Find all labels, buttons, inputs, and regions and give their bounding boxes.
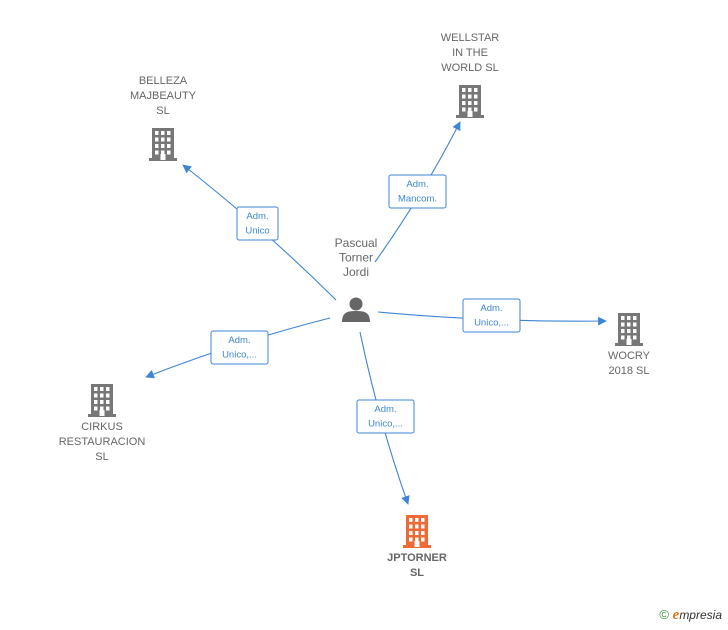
person-name-line: Torner [339, 251, 373, 265]
person-icon [342, 297, 370, 322]
company-name-line: SL [95, 451, 108, 463]
company-name-line: WOCRY [608, 350, 651, 362]
company-name-line: 2018 SL [609, 365, 650, 377]
company-name-line: IN THE [452, 47, 488, 59]
copyright-symbol: © [659, 607, 670, 622]
edge-label-text: Unico [245, 226, 269, 237]
company-name-line: BELLEZA [139, 75, 188, 87]
company-name-line: RESTAURACION [59, 436, 146, 448]
company-name-line: MAJBEAUTY [130, 90, 197, 102]
edge-label-text: Adm. [480, 303, 502, 314]
edge-belleza: Adm. Unico [182, 164, 337, 301]
company-name-line: SL [156, 105, 169, 117]
edge-cirkus: Adm. Unico,... [145, 317, 331, 379]
company-node-wellstar[interactable]: WELLSTAR IN THE WORLD SL [441, 32, 500, 118]
building-icon [88, 384, 116, 417]
edge-label-text: Unico,... [474, 318, 509, 329]
person-name-line: Jordi [343, 265, 369, 279]
company-name-line: SL [410, 567, 424, 579]
company-node-belleza[interactable]: BELLEZA MAJBEAUTY SL [130, 75, 197, 161]
building-icon [456, 85, 484, 118]
building-icon [403, 515, 431, 548]
edge-label-box[interactable] [356, 399, 415, 434]
company-name-line: WORLD SL [441, 62, 498, 74]
brand-footer: © empresia [659, 607, 722, 624]
edge-jptorner: Adm. Unico,... [356, 331, 415, 505]
person-name-line: Pascual [335, 236, 378, 250]
building-icon [615, 313, 643, 346]
edge-label-text: Unico,... [368, 419, 403, 430]
edge-label-box[interactable] [462, 298, 521, 333]
company-node-cirkus[interactable]: CIRKUS RESTAURACION SL [59, 384, 146, 463]
company-node-wocry[interactable]: WOCRY 2018 SL [608, 313, 651, 377]
edge-label-box[interactable] [388, 174, 447, 209]
edge-label-text: Adm. [374, 404, 396, 415]
edge-label-box[interactable] [210, 330, 269, 365]
company-name-line: JPTORNER [387, 552, 447, 564]
edges-layer: Adm.UnicoAdm.Mancom.Adm.Unico,...Adm.Uni… [145, 121, 607, 505]
brand-name: mpresia [679, 608, 722, 622]
edge-label-text: Unico,... [222, 350, 257, 361]
edge-label-box[interactable] [236, 206, 279, 241]
building-icon [149, 128, 177, 161]
edge-label-text: Adm. [406, 179, 428, 190]
company-node-jptorner[interactable]: JPTORNER SL [387, 515, 447, 579]
company-name-line: WELLSTAR [441, 32, 500, 44]
edge-label-text: Adm. [246, 211, 268, 222]
edge-wellstar: Adm. Mancom. [374, 121, 461, 263]
edge-label-text: Adm. [228, 335, 250, 346]
brand-initial: e [672, 607, 680, 623]
edge-label-text: Mancom. [398, 194, 437, 205]
edge-wocry: Adm. Unico,... [377, 298, 607, 333]
company-name-line: CIRKUS [81, 421, 123, 433]
